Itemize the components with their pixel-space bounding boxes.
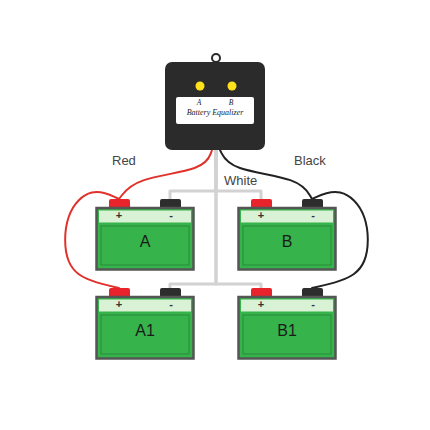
polarity-mark: + bbox=[255, 298, 267, 310]
battery-panel bbox=[243, 226, 331, 265]
housing-shell bbox=[165, 62, 265, 150]
battery-lid bbox=[241, 300, 333, 312]
battery-box: B1 bbox=[237, 288, 337, 360]
wire bbox=[170, 150, 216, 199]
battery-case bbox=[97, 297, 194, 359]
equalizer-label: B bbox=[223, 99, 239, 107]
battery-box: A bbox=[95, 199, 195, 271]
equalizer-housing bbox=[165, 62, 265, 150]
wire-label: Red bbox=[110, 154, 138, 168]
battery-case bbox=[239, 208, 336, 270]
polarity-mark: - bbox=[165, 209, 177, 221]
battery-panel bbox=[101, 226, 189, 265]
led-indicator bbox=[196, 82, 205, 91]
equalizer-label: A bbox=[191, 99, 207, 107]
polarity-mark: + bbox=[255, 209, 267, 221]
battery-box: A1 bbox=[95, 288, 195, 360]
wire-label: White bbox=[222, 174, 259, 188]
polarity-mark: - bbox=[165, 298, 177, 310]
polarity-mark: - bbox=[307, 209, 319, 221]
equalizer-label: Battery Equalizer bbox=[176, 109, 254, 118]
label-sticker bbox=[176, 97, 254, 124]
wire-label: Black bbox=[292, 154, 328, 168]
polarity-mark: + bbox=[113, 298, 125, 310]
battery-name: A1 bbox=[105, 322, 185, 340]
battery-name: B bbox=[247, 233, 327, 251]
battery-panel bbox=[101, 315, 189, 354]
battery-lid bbox=[99, 300, 191, 312]
polarity-mark: - bbox=[307, 298, 319, 310]
battery-box: B bbox=[237, 199, 337, 271]
wire bbox=[216, 150, 261, 199]
polarity-mark: + bbox=[113, 209, 125, 221]
battery-case bbox=[239, 297, 336, 359]
battery-panel bbox=[243, 315, 331, 354]
battery-name: A bbox=[105, 233, 185, 251]
battery-case bbox=[97, 208, 194, 270]
led-indicator bbox=[228, 82, 237, 91]
battery-lid bbox=[241, 211, 333, 223]
hanging-ring bbox=[212, 54, 220, 62]
equalizer-box: A B Battery Equalizer bbox=[165, 62, 265, 150]
battery-lid bbox=[99, 211, 191, 223]
battery-name: B1 bbox=[247, 322, 327, 340]
